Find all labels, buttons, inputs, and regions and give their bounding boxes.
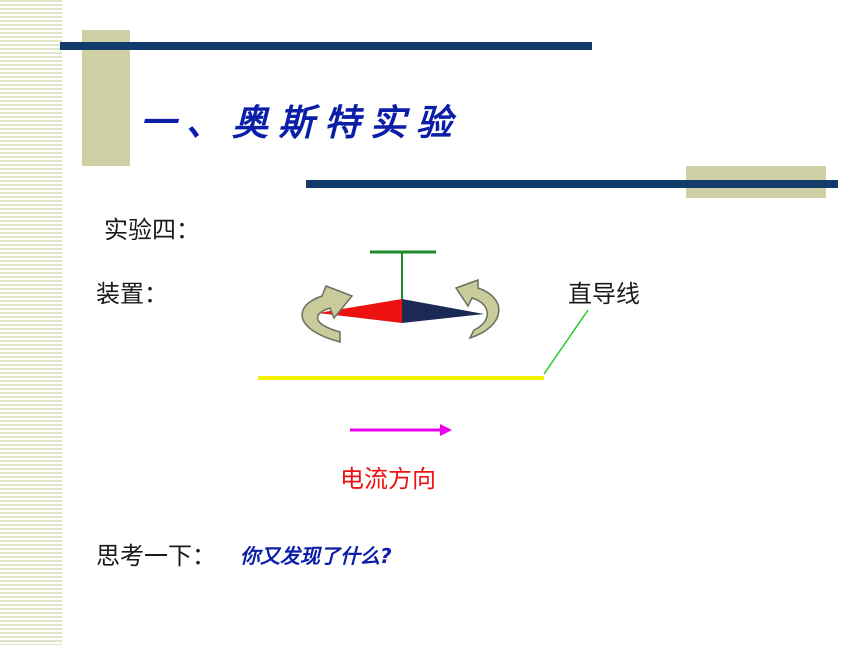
experiment-label: 实验四： — [104, 216, 200, 244]
top-divider-rule — [60, 42, 592, 50]
rotation-arrow-icon — [301, 285, 354, 343]
wire-leader-line — [543, 309, 589, 375]
compass-needle-icon — [318, 299, 484, 323]
rotation-arrow-icon — [454, 278, 500, 340]
current-direction-label: 电流方向 — [340, 465, 436, 493]
think-prompt-label: 思考一下： — [96, 542, 216, 570]
device-label: 装置： — [96, 280, 168, 308]
decorative-olive-block-left — [82, 30, 130, 166]
slide-title: 一、奥斯特实验 — [140, 103, 463, 144]
straight-wire-label: 直导线 — [568, 280, 640, 308]
middle-divider-rule — [306, 180, 838, 188]
current-direction-arrow-icon — [350, 424, 452, 436]
decorative-stripe-band — [0, 0, 62, 645]
discussion-question: 你又发现了什么? — [240, 544, 392, 568]
